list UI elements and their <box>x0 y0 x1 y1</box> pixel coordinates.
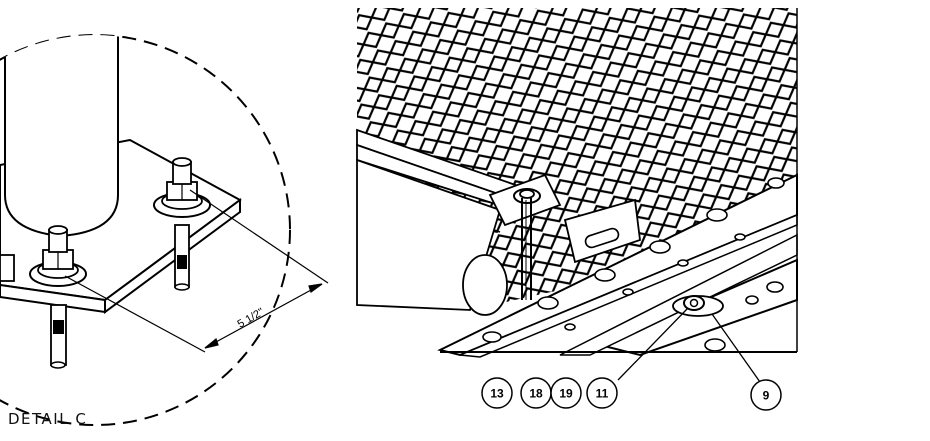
svg-text:18: 18 <box>529 387 543 401</box>
svg-text:19: 19 <box>559 387 573 401</box>
dimension-5-1-2 <box>64 189 329 353</box>
callout-balloon-11: 11 <box>586 377 618 409</box>
channel-holes <box>482 177 785 352</box>
slotted-clip <box>563 198 641 264</box>
slot-bolt <box>672 295 724 317</box>
anchor-bolt-stub <box>0 254 15 282</box>
detail-boundary-circle <box>0 34 291 426</box>
callout-balloon-13: 13 <box>481 377 513 409</box>
detail-label: DETAIL C <box>8 410 88 428</box>
svg-text:13: 13 <box>490 387 504 401</box>
callout-balloon-18: 18 <box>520 377 552 409</box>
dimension-text: 5 1/2" <box>236 306 267 331</box>
anchor-bolt-left <box>29 225 87 369</box>
svg-text:9: 9 <box>763 389 770 403</box>
detail-c-view: 5 1/2" <box>0 34 329 426</box>
grating-assembly-view: 13 18 19 11 9 <box>356 8 798 411</box>
threaded-rod <box>521 198 532 300</box>
callout-balloon-9: 9 <box>750 379 782 411</box>
svg-text:11: 11 <box>596 387 609 401</box>
column-post <box>4 35 119 238</box>
callout-leaders <box>617 307 761 383</box>
callout-balloon-19: 19 <box>550 377 582 409</box>
anchor-bolt-right <box>153 157 211 291</box>
